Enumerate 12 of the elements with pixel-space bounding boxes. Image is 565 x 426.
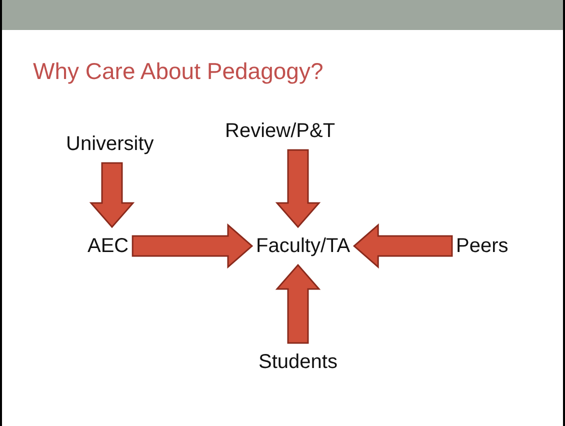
block-arrow (275, 264, 321, 344)
node-label: Faculty/TA (256, 233, 350, 259)
node-label: Peers (456, 233, 508, 259)
block-arrow (352, 223, 453, 269)
node-label: University (66, 131, 154, 157)
slide-title: Why Care About Pedagogy? (33, 58, 324, 85)
block-arrow (132, 223, 254, 269)
node-label: Students (258, 349, 338, 375)
node-label: Review/P&T (225, 118, 336, 144)
block-arrow (89, 162, 135, 228)
block-arrow (275, 149, 321, 228)
node-label: AEC (88, 233, 129, 259)
